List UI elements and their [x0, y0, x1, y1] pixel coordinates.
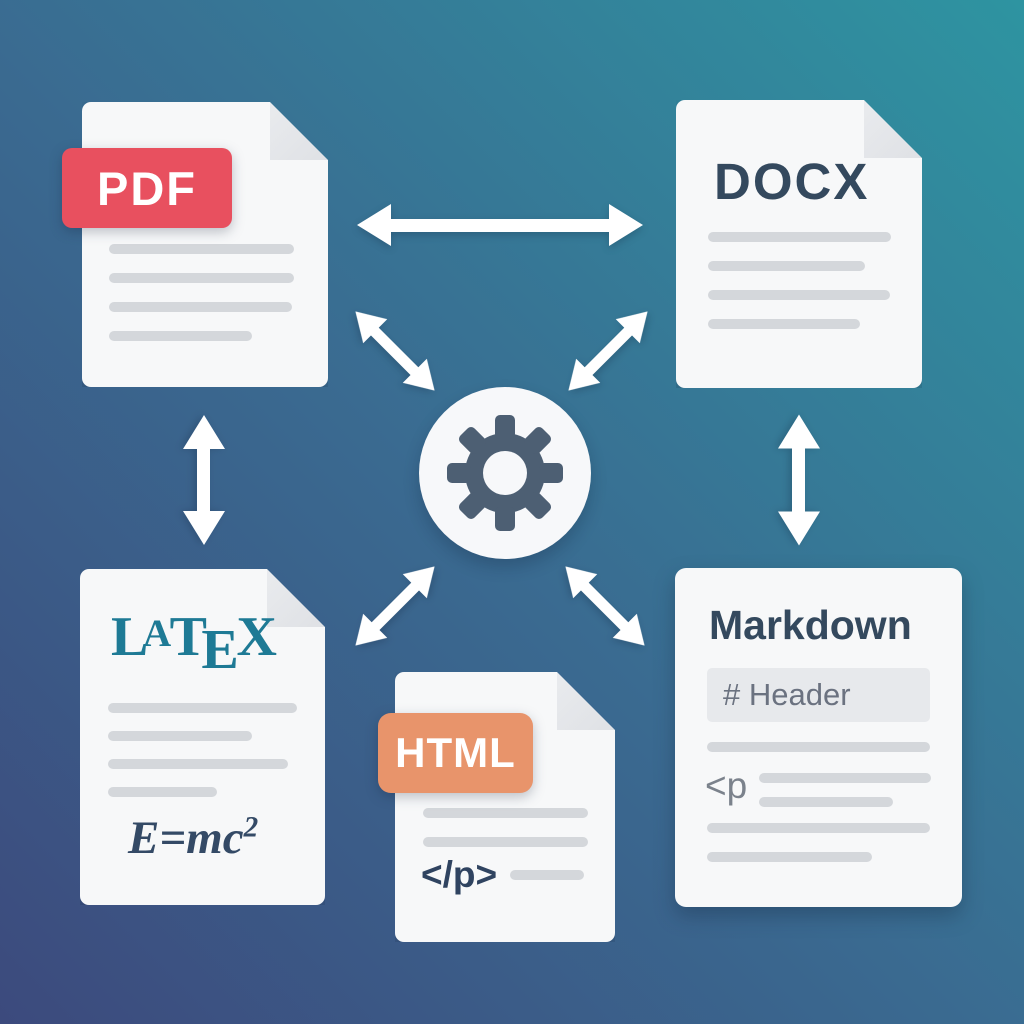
text-lines — [109, 244, 294, 341]
gear-icon — [447, 415, 563, 531]
arrow-pdf-latex — [183, 415, 225, 545]
page-fold-corner — [557, 672, 615, 730]
text-line — [109, 302, 292, 312]
text-line — [108, 787, 217, 797]
text-lines — [108, 703, 297, 797]
arrow-hub-pdf — [343, 299, 447, 403]
text-line — [108, 759, 288, 769]
text-line — [510, 870, 584, 880]
arrow-pdf-docx — [357, 204, 643, 246]
arrow-hub-markdown — [553, 554, 657, 658]
arrowhead-right-icon — [609, 204, 643, 246]
markdown-header-snippet: # Header — [723, 677, 851, 712]
code-row: </p> — [421, 854, 584, 896]
text-line — [708, 261, 865, 271]
page-fold-corner — [864, 100, 922, 158]
html-badge: HTML — [378, 713, 533, 793]
html-tag-snippet: </p> — [421, 854, 498, 895]
text-line — [707, 742, 930, 752]
text-line — [109, 331, 252, 341]
text-line — [759, 797, 894, 807]
text-lines — [759, 769, 932, 807]
page-fold-corner — [270, 102, 328, 160]
text-line — [108, 731, 252, 741]
markdown-document-card: Markdown # Header <p — [675, 568, 962, 907]
text-line — [707, 823, 930, 833]
text-line — [108, 703, 297, 713]
arrow-hub-latex — [343, 554, 447, 658]
markdown-tag-snippet: <p — [705, 765, 748, 806]
pdf-document-card — [82, 102, 328, 387]
einstein-formula: E=mc2 — [128, 811, 259, 864]
conversion-hub — [419, 387, 591, 559]
text-line — [707, 852, 872, 862]
markdown-title: Markdown — [709, 602, 912, 648]
text-lines — [423, 808, 588, 847]
text-line — [759, 773, 932, 783]
arrowhead-down-icon — [778, 511, 820, 546]
markdown-header-box: # Header — [707, 668, 930, 722]
text-line — [708, 232, 891, 242]
text-line — [423, 808, 588, 818]
text-line — [109, 273, 294, 283]
text-line — [109, 244, 294, 254]
text-line — [423, 837, 588, 847]
docx-document-card: DOCX — [676, 100, 922, 388]
docx-title: DOCX — [714, 153, 870, 210]
arrowhead-down-icon — [183, 511, 225, 545]
text-line — [708, 319, 860, 329]
latex-document-card: LATEX E=mc2 — [80, 569, 325, 905]
arrow-docx-markdown — [778, 414, 820, 546]
text-lines — [708, 232, 891, 329]
text-line — [708, 290, 890, 300]
pdf-badge: PDF — [62, 148, 232, 228]
paragraph-row: <p — [705, 765, 932, 807]
arrow-hub-docx — [556, 299, 660, 403]
latex-logo: LATEX — [111, 606, 277, 682]
